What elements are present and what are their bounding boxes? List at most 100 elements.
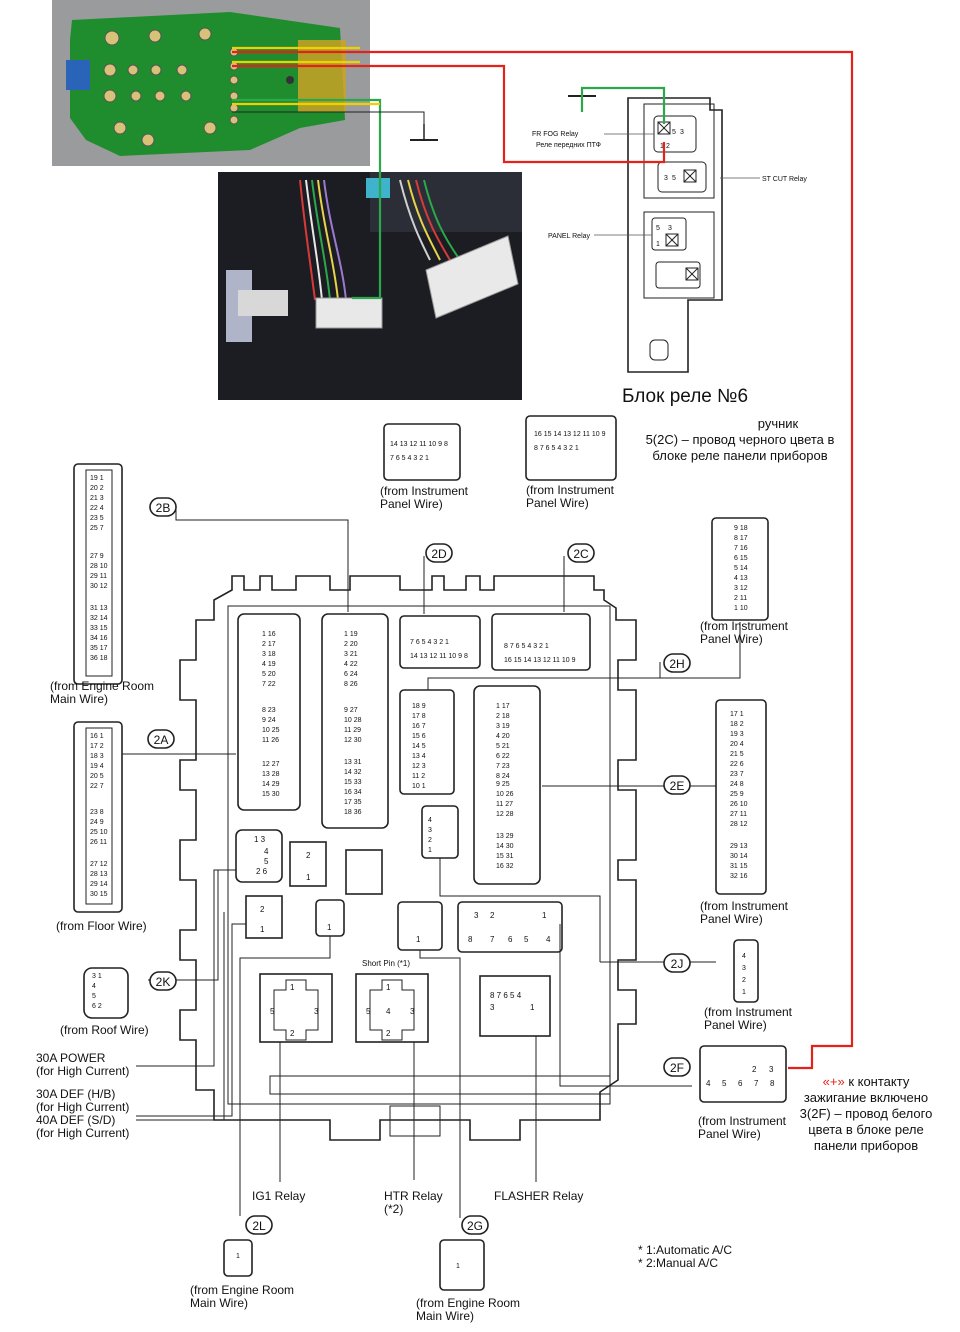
- svg-text:6: 6: [508, 935, 513, 944]
- svg-text:24 9: 24 9: [90, 819, 104, 826]
- svg-text:3: 3: [490, 1003, 495, 1012]
- svg-text:2 11: 2 11: [734, 595, 747, 602]
- ignition-note: «+» к контакту зажигание включено 3(2F) …: [800, 1074, 933, 1153]
- svg-text:5: 5: [672, 129, 676, 136]
- svg-text:25 9: 25 9: [730, 791, 744, 798]
- svg-text:7: 7: [490, 935, 495, 944]
- svg-text:4: 4: [264, 847, 269, 856]
- label-2j-from-1: (from Instrument: [704, 1005, 793, 1019]
- svg-text:18 2: 18 2: [730, 721, 744, 728]
- svg-text:14 13 12 11 10 9 8: 14 13 12 11 10 9 8: [410, 653, 468, 660]
- svg-text:10 25: 10 25: [262, 727, 280, 734]
- footnote-2: * 2:Manual A/C: [638, 1256, 718, 1270]
- svg-text:30 14: 30 14: [730, 853, 748, 860]
- htr-relay-label-2: (*2): [384, 1202, 403, 1216]
- svg-text:2: 2: [752, 1065, 757, 1074]
- relay-block-title: Блок реле №6: [622, 386, 748, 407]
- badge-2a: 2A: [154, 733, 169, 747]
- svg-text:31 13: 31 13: [90, 605, 108, 612]
- svg-text:11 27: 11 27: [496, 801, 513, 808]
- svg-text:12 27: 12 27: [262, 761, 280, 768]
- svg-text:22 4: 22 4: [90, 505, 104, 512]
- svg-text:24 8: 24 8: [730, 781, 744, 788]
- svg-text:1: 1: [660, 143, 664, 150]
- st-cut-relay-label: ST CUT Relay: [762, 176, 807, 183]
- svg-text:4: 4: [386, 1007, 391, 1016]
- panel-relay-label: PANEL Relay: [548, 233, 591, 240]
- svg-text:17 8: 17 8: [412, 713, 426, 720]
- svg-text:3: 3: [410, 1007, 415, 1016]
- def-line-1: 30A DEF (H/B): [36, 1087, 115, 1101]
- svg-text:23 5: 23 5: [90, 515, 104, 522]
- svg-text:27 12: 27 12: [90, 861, 108, 868]
- label-2g-from-2: Main Wire): [416, 1309, 474, 1323]
- svg-text:2: 2: [490, 911, 495, 920]
- svg-text:1: 1: [290, 983, 295, 992]
- badge-2c: 2C: [573, 547, 589, 561]
- svg-text:15 31: 15 31: [496, 853, 514, 860]
- label-2h-from-1: (from Instrument: [700, 619, 789, 633]
- label-2a-from: (from Floor Wire): [56, 919, 147, 933]
- pcb-photo: [52, 0, 370, 166]
- badge-2b: 2B: [156, 501, 171, 515]
- svg-text:3: 3: [680, 129, 684, 136]
- svg-text:23 8: 23 8: [90, 809, 104, 816]
- footnote-1: * 1:Automatic A/C: [638, 1243, 732, 1257]
- ignition-note-line-4: цвета в блоке реле: [808, 1122, 924, 1137]
- label-2d-from-2: Panel Wire): [380, 497, 443, 511]
- svg-text:3 1: 3 1: [92, 973, 102, 980]
- short-pin-label: Short Pin (*1): [362, 959, 410, 968]
- svg-text:1: 1: [416, 935, 421, 944]
- label-2f-from-1: (from Instrument: [698, 1114, 787, 1128]
- svg-text:32 14: 32 14: [90, 615, 108, 622]
- svg-text:1: 1: [530, 1003, 535, 1012]
- svg-text:1: 1: [656, 241, 660, 248]
- label-2g-from-1: (from Engine Room: [416, 1296, 520, 1310]
- svg-text:1: 1: [327, 923, 332, 932]
- svg-text:4 13: 4 13: [734, 575, 748, 582]
- svg-text:2 20: 2 20: [344, 641, 358, 648]
- ignition-note-line-5: панели приборов: [814, 1138, 918, 1153]
- svg-text:3 21: 3 21: [344, 651, 358, 658]
- svg-text:12 30: 12 30: [344, 737, 362, 744]
- svg-text:5 14: 5 14: [734, 565, 748, 572]
- svg-text:4 20: 4 20: [496, 733, 510, 740]
- svg-text:6 15: 6 15: [734, 555, 748, 562]
- svg-text:5: 5: [264, 857, 269, 866]
- svg-text:3: 3: [428, 827, 432, 834]
- svg-text:31 15: 31 15: [730, 863, 748, 870]
- svg-text:10 1: 10 1: [412, 783, 426, 790]
- svg-text:10 28: 10 28: [344, 717, 362, 724]
- svg-text:8 24: 8 24: [496, 773, 510, 780]
- label-2f-from-2: Panel Wire): [698, 1127, 761, 1141]
- svg-text:36 18: 36 18: [90, 655, 108, 662]
- svg-text:16 1: 16 1: [90, 733, 104, 740]
- svg-text:3 19: 3 19: [496, 723, 510, 730]
- svg-text:8 7 6 5 4 3 2 1: 8 7 6 5 4 3 2 1: [504, 643, 549, 650]
- label-2l-from-1: (from Engine Room: [190, 1283, 294, 1297]
- plus-mark: «+»: [823, 1074, 845, 1089]
- label-2d-from-1: (from Instrument: [380, 484, 469, 498]
- svg-text:21 3: 21 3: [90, 495, 104, 502]
- svg-text:6 2: 6 2: [92, 1003, 102, 1010]
- badge-2j: 2J: [671, 957, 684, 971]
- svg-text:25 10: 25 10: [90, 829, 108, 836]
- svg-text:4: 4: [706, 1079, 711, 1088]
- svg-text:5: 5: [366, 1007, 371, 1016]
- svg-text:16 32: 16 32: [496, 863, 514, 870]
- svg-text:1: 1: [542, 911, 547, 920]
- svg-text:28 10: 28 10: [90, 563, 108, 570]
- label-2e-from-1: (from Instrument: [700, 899, 789, 913]
- svg-text:34 16: 34 16: [90, 635, 108, 642]
- svg-text:19 4: 19 4: [90, 763, 104, 770]
- badge-2l: 2L: [252, 1219, 266, 1233]
- svg-text:26 11: 26 11: [90, 839, 107, 846]
- svg-text:6: 6: [738, 1079, 743, 1088]
- svg-text:14 13 12 11 10 9 8: 14 13 12 11 10 9 8: [390, 441, 448, 448]
- fr-fog-relay-label: FR FOG Relay: [532, 131, 579, 138]
- svg-text:1 3: 1 3: [254, 835, 266, 844]
- svg-text:8: 8: [468, 935, 473, 944]
- svg-text:12 28: 12 28: [496, 811, 514, 818]
- svg-text:29 11: 29 11: [90, 573, 107, 580]
